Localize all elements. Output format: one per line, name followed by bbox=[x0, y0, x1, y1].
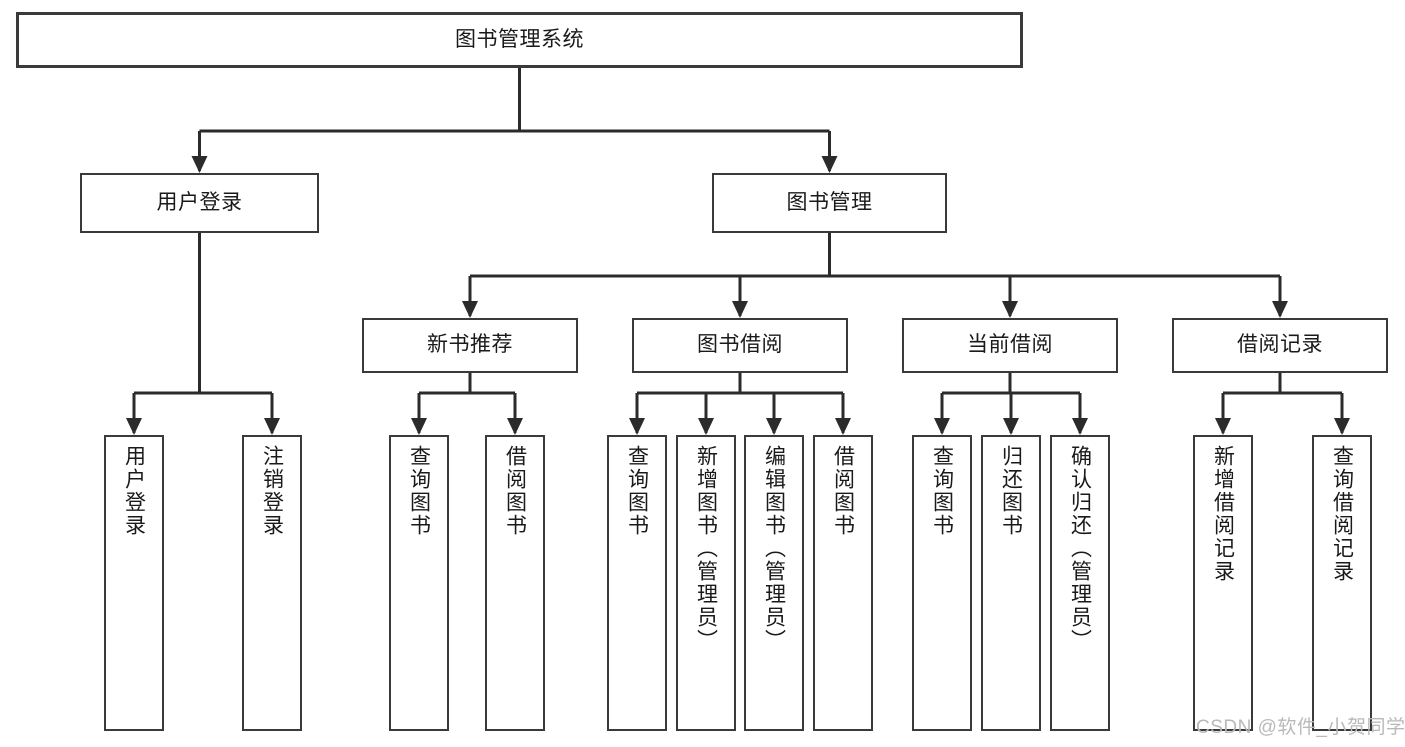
node-l_cur_query[interactable]: 查询图书 bbox=[912, 435, 972, 731]
node-new_book[interactable]: 新书推荐 bbox=[362, 318, 578, 373]
node-label: 注销登录 bbox=[260, 445, 284, 537]
node-book_mgmt[interactable]: 图书管理 bbox=[712, 173, 947, 233]
node-l_bw_borrow[interactable]: 借阅图书 bbox=[813, 435, 873, 731]
node-label: 图书管理系统 bbox=[455, 27, 584, 51]
node-borrow[interactable]: 图书借阅 bbox=[632, 318, 848, 373]
node-l_nb_query[interactable]: 查询图书 bbox=[389, 435, 449, 731]
node-l_bw_edit[interactable]: 编辑图书（管理员） bbox=[744, 435, 804, 731]
node-label: 借阅图书 bbox=[503, 445, 527, 537]
node-l_rec_query[interactable]: 查询借阅记录 bbox=[1312, 435, 1372, 731]
node-records[interactable]: 借阅记录 bbox=[1172, 318, 1388, 373]
node-label: 查询借阅记录 bbox=[1330, 445, 1354, 583]
node-user_login[interactable]: 用户登录 bbox=[80, 173, 319, 233]
node-label: 图书借阅 bbox=[697, 333, 783, 357]
node-root[interactable]: 图书管理系统 bbox=[16, 12, 1023, 68]
node-l_nb_borrow[interactable]: 借阅图书 bbox=[485, 435, 545, 731]
node-label: 确认归还（管理员） bbox=[1068, 445, 1092, 652]
node-l_bw_add[interactable]: 新增图书（管理员） bbox=[676, 435, 736, 731]
node-label: 用户登录 bbox=[156, 190, 243, 214]
node-label: 查询图书 bbox=[407, 445, 431, 537]
node-l_user_login[interactable]: 用户登录 bbox=[104, 435, 164, 731]
node-label: 查询图书 bbox=[625, 445, 649, 537]
node-l_cur_return[interactable]: 归还图书 bbox=[981, 435, 1041, 731]
node-l_rec_add[interactable]: 新增借阅记录 bbox=[1193, 435, 1253, 731]
node-label: 当前借阅 bbox=[967, 333, 1053, 357]
node-l_cur_confirm[interactable]: 确认归还（管理员） bbox=[1050, 435, 1110, 731]
node-label: 新增图书（管理员） bbox=[694, 445, 718, 652]
node-current[interactable]: 当前借阅 bbox=[902, 318, 1118, 373]
node-label: 归还图书 bbox=[999, 445, 1023, 537]
node-label: 查询图书 bbox=[930, 445, 954, 537]
node-l_bw_query[interactable]: 查询图书 bbox=[607, 435, 667, 731]
node-label: 借阅图书 bbox=[831, 445, 855, 537]
node-label: 用户登录 bbox=[122, 445, 146, 537]
node-label: 编辑图书（管理员） bbox=[762, 445, 786, 652]
node-l_user_logout[interactable]: 注销登录 bbox=[242, 435, 302, 731]
node-label: 新增借阅记录 bbox=[1211, 445, 1235, 583]
node-label: 借阅记录 bbox=[1237, 333, 1323, 357]
node-label: 图书管理 bbox=[786, 190, 873, 214]
node-label: 新书推荐 bbox=[427, 333, 513, 357]
